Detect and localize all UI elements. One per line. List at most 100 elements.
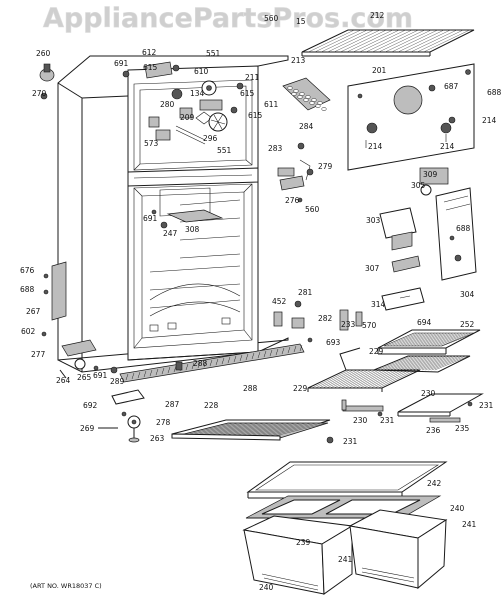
callout-283: 283 — [268, 144, 283, 153]
shelf-wire — [437, 332, 469, 347]
callout-560: 560 — [305, 205, 320, 214]
shelf-wire — [434, 332, 466, 347]
shelf-wire — [434, 355, 469, 371]
ice-cell — [287, 86, 293, 90]
callout-314: 314 — [371, 300, 386, 309]
ice-cell — [297, 95, 303, 99]
thermostat-knob — [39, 63, 55, 100]
callout-265: 265 — [77, 373, 92, 382]
shelf-wire — [227, 422, 281, 437]
callout-270: 270 — [32, 89, 47, 98]
callout-252: 252 — [460, 320, 475, 329]
callout-214: 214 — [440, 142, 455, 151]
ice-cell — [321, 107, 327, 111]
callout-693: 693 — [326, 338, 341, 347]
callout-307: 307 — [365, 264, 380, 273]
callout-212: 212 — [370, 11, 385, 20]
callout-235: 235 — [455, 424, 470, 433]
shelf-wire — [233, 422, 286, 437]
shelf-wire — [412, 355, 447, 371]
shelf-wire — [431, 332, 463, 347]
grille-slot — [275, 348, 279, 356]
callout-612: 612 — [142, 48, 157, 57]
shelf-wire — [308, 29, 355, 53]
grille-slot — [161, 367, 165, 375]
side-hinge-bracket — [41, 261, 67, 337]
fresh-food-control-parts — [277, 142, 314, 203]
shelf-wire — [222, 422, 275, 437]
shelf-wire — [404, 332, 436, 347]
grille-slot — [281, 347, 285, 355]
grille-slot — [239, 354, 243, 362]
callout-602: 602 — [21, 327, 36, 336]
callout-687: 687 — [444, 82, 459, 91]
hinge-brackets — [273, 300, 363, 343]
shelf-wire — [365, 29, 413, 53]
callout-241: 241 — [462, 520, 477, 529]
shelf-wire — [333, 29, 381, 53]
shelf-wire — [398, 332, 430, 347]
shelf-wire — [321, 29, 368, 53]
shelf-wire — [274, 422, 327, 437]
ice-cell — [309, 101, 315, 105]
shelf-wire — [330, 369, 369, 389]
callout-236: 236 — [426, 426, 441, 435]
shelf-wire — [238, 422, 291, 437]
callout-691: 691 — [93, 371, 108, 380]
shelf-wire — [340, 29, 387, 53]
callout-287: 287 — [165, 400, 180, 409]
shelf-wire — [410, 332, 442, 347]
grille-slot — [155, 368, 159, 376]
shelf-wire — [392, 332, 424, 347]
label-plate — [419, 167, 449, 185]
ice-cell — [315, 104, 321, 108]
callout-284: 284 — [299, 122, 314, 131]
grille-slot — [299, 344, 303, 352]
shelf-wire — [397, 29, 445, 53]
back-panel-201 — [347, 63, 475, 171]
grille-slot — [143, 370, 147, 378]
shelf-wire — [372, 29, 419, 53]
shelf-wire — [201, 422, 255, 437]
shelf-wire — [418, 355, 453, 371]
callout-134: 134 — [190, 89, 205, 98]
ice-cell — [305, 95, 311, 99]
ice-cell — [303, 98, 309, 102]
shelf-wire — [319, 369, 358, 389]
callout-309: 309 — [423, 170, 438, 179]
shelf-wire — [378, 369, 417, 389]
callout-288: 288 — [193, 359, 208, 368]
shelf-wire — [253, 422, 307, 437]
grille-slot — [287, 346, 291, 354]
callout-201: 201 — [372, 66, 387, 75]
ice-tray — [282, 77, 331, 111]
shelf-wire — [431, 355, 466, 371]
callout-229: 229 — [369, 347, 384, 356]
callout-688: 688 — [487, 88, 502, 97]
callout-282: 282 — [318, 314, 333, 323]
grille-slot — [257, 351, 261, 359]
callout-688: 688 — [20, 285, 35, 294]
grille-slot — [263, 350, 267, 358]
callout-560: 560 — [264, 14, 279, 23]
callout-233: 233 — [341, 320, 356, 329]
callout-615: 615 — [240, 89, 255, 98]
shelf-wire — [409, 355, 444, 371]
shelf-wire — [377, 355, 412, 371]
shelf-wire — [399, 355, 434, 371]
grille-slot — [149, 369, 153, 377]
callout-551: 551 — [217, 146, 232, 155]
shelf-wire — [353, 29, 400, 53]
callout-276: 276 — [285, 196, 300, 205]
callout-280: 280 — [160, 100, 175, 109]
grille-slot — [215, 358, 219, 366]
shelf-wire — [269, 422, 322, 437]
shelf-wire — [346, 29, 393, 53]
shelf-wire — [352, 369, 391, 389]
callout-263: 263 — [150, 434, 165, 443]
callout-228: 228 — [204, 401, 219, 410]
shelf-wire — [413, 332, 445, 347]
callout-279: 279 — [318, 162, 333, 171]
